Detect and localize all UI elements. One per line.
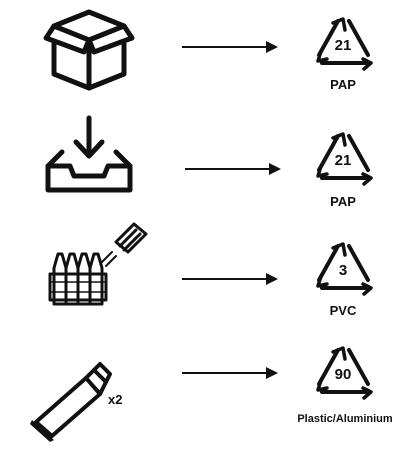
quantity-label: x2 bbox=[108, 392, 123, 407]
recycle-code: 21 bbox=[334, 152, 352, 169]
arrow-icon bbox=[180, 272, 280, 286]
recycle-symbol: 3 bbox=[313, 240, 373, 300]
recycle-code: 3 bbox=[338, 262, 348, 279]
recycle-row: 3 PVC bbox=[0, 218, 417, 330]
recycle-code: 21 bbox=[334, 37, 352, 54]
recycle-label: PVC bbox=[329, 303, 357, 318]
recycle-label: PAP bbox=[330, 194, 356, 209]
tube-icon bbox=[30, 360, 112, 442]
inbox-tray-icon bbox=[44, 114, 134, 194]
recycle-symbol: 21 bbox=[313, 15, 373, 75]
arrow-icon bbox=[183, 162, 283, 176]
recycle-label: Plastic/Aluminium bbox=[297, 413, 393, 425]
open-box-icon bbox=[43, 8, 135, 92]
bottle-pack-icon bbox=[46, 220, 152, 308]
recycle-row: 21 PAP bbox=[0, 0, 417, 105]
recycle-row: 21 PAP bbox=[0, 108, 417, 218]
arrow-icon bbox=[180, 366, 280, 380]
recycle-symbol: 21 bbox=[313, 130, 373, 190]
arrow-icon bbox=[180, 40, 280, 54]
recycle-row: x2 90 Plastic/Aluminium bbox=[0, 330, 417, 446]
recycle-code: 90 bbox=[334, 366, 352, 383]
recycle-label: PAP bbox=[330, 77, 356, 92]
recycle-symbol: 90 bbox=[313, 344, 373, 404]
